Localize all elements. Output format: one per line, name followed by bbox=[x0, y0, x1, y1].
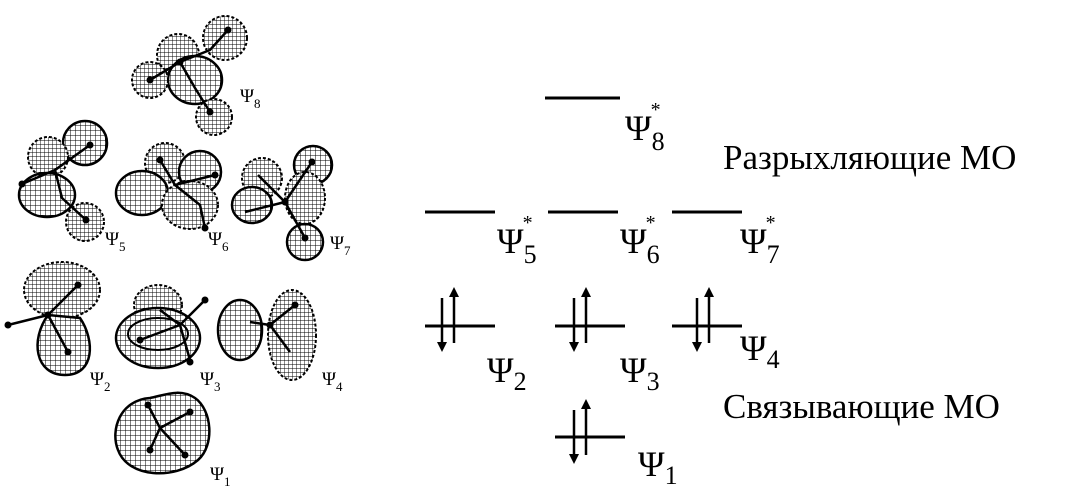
level-psi3 bbox=[555, 287, 625, 352]
level-psi1 bbox=[555, 399, 625, 464]
orbital-psi3-drawing bbox=[114, 284, 209, 370]
level-label-psi4: Ψ4 bbox=[740, 328, 780, 374]
orbital-psi7-drawing bbox=[230, 144, 334, 262]
bonding-caption: Связывающие МО bbox=[723, 387, 1000, 426]
label-psi4: Ψ4 bbox=[322, 369, 343, 394]
electron-pair-psi2 bbox=[437, 287, 459, 352]
level-label-psi2: Ψ2 bbox=[487, 350, 527, 396]
orbital-psi4-drawing bbox=[216, 289, 317, 381]
level-label-psi1: Ψ1 bbox=[638, 444, 678, 490]
orbital-psi2-drawing bbox=[4, 261, 101, 377]
electron-pair-psi1 bbox=[569, 399, 591, 464]
label-psi8: Ψ8 bbox=[240, 86, 261, 111]
label-psi3: Ψ3 bbox=[200, 369, 221, 394]
label-psi1: Ψ1 bbox=[210, 464, 231, 489]
orbital-psi6-drawing bbox=[114, 142, 223, 232]
antibonding-caption: Разрыхляющие МО bbox=[723, 138, 1016, 177]
label-psi7: Ψ7 bbox=[330, 233, 351, 258]
level-psi4 bbox=[672, 287, 742, 352]
orbital-psi1-drawing bbox=[114, 391, 211, 475]
level-label-psi8: Ψ8* bbox=[625, 99, 665, 156]
orbital-pictures: Ψ8 Ψ5 Ψ6 bbox=[4, 15, 351, 489]
level-label-psi5: Ψ5* bbox=[497, 212, 537, 269]
orbital-psi5-drawing bbox=[17, 119, 109, 242]
energy-level-diagram: Ψ8* Ψ5* Ψ6* Ψ7* Разрыхляющие МО Ψ2 bbox=[425, 96, 1016, 490]
orbital-psi8-drawing bbox=[131, 15, 248, 136]
label-psi6: Ψ6 bbox=[208, 229, 229, 254]
level-label-psi6: Ψ6* bbox=[620, 212, 660, 269]
level-label-psi3: Ψ3 bbox=[620, 350, 660, 396]
level-psi2 bbox=[425, 287, 495, 352]
electron-pair-psi4 bbox=[692, 287, 714, 352]
label-psi2: Ψ2 bbox=[90, 369, 111, 394]
label-psi5: Ψ5 bbox=[105, 229, 126, 254]
level-label-psi7: Ψ7* bbox=[740, 212, 780, 269]
electron-pair-psi3 bbox=[569, 287, 591, 352]
